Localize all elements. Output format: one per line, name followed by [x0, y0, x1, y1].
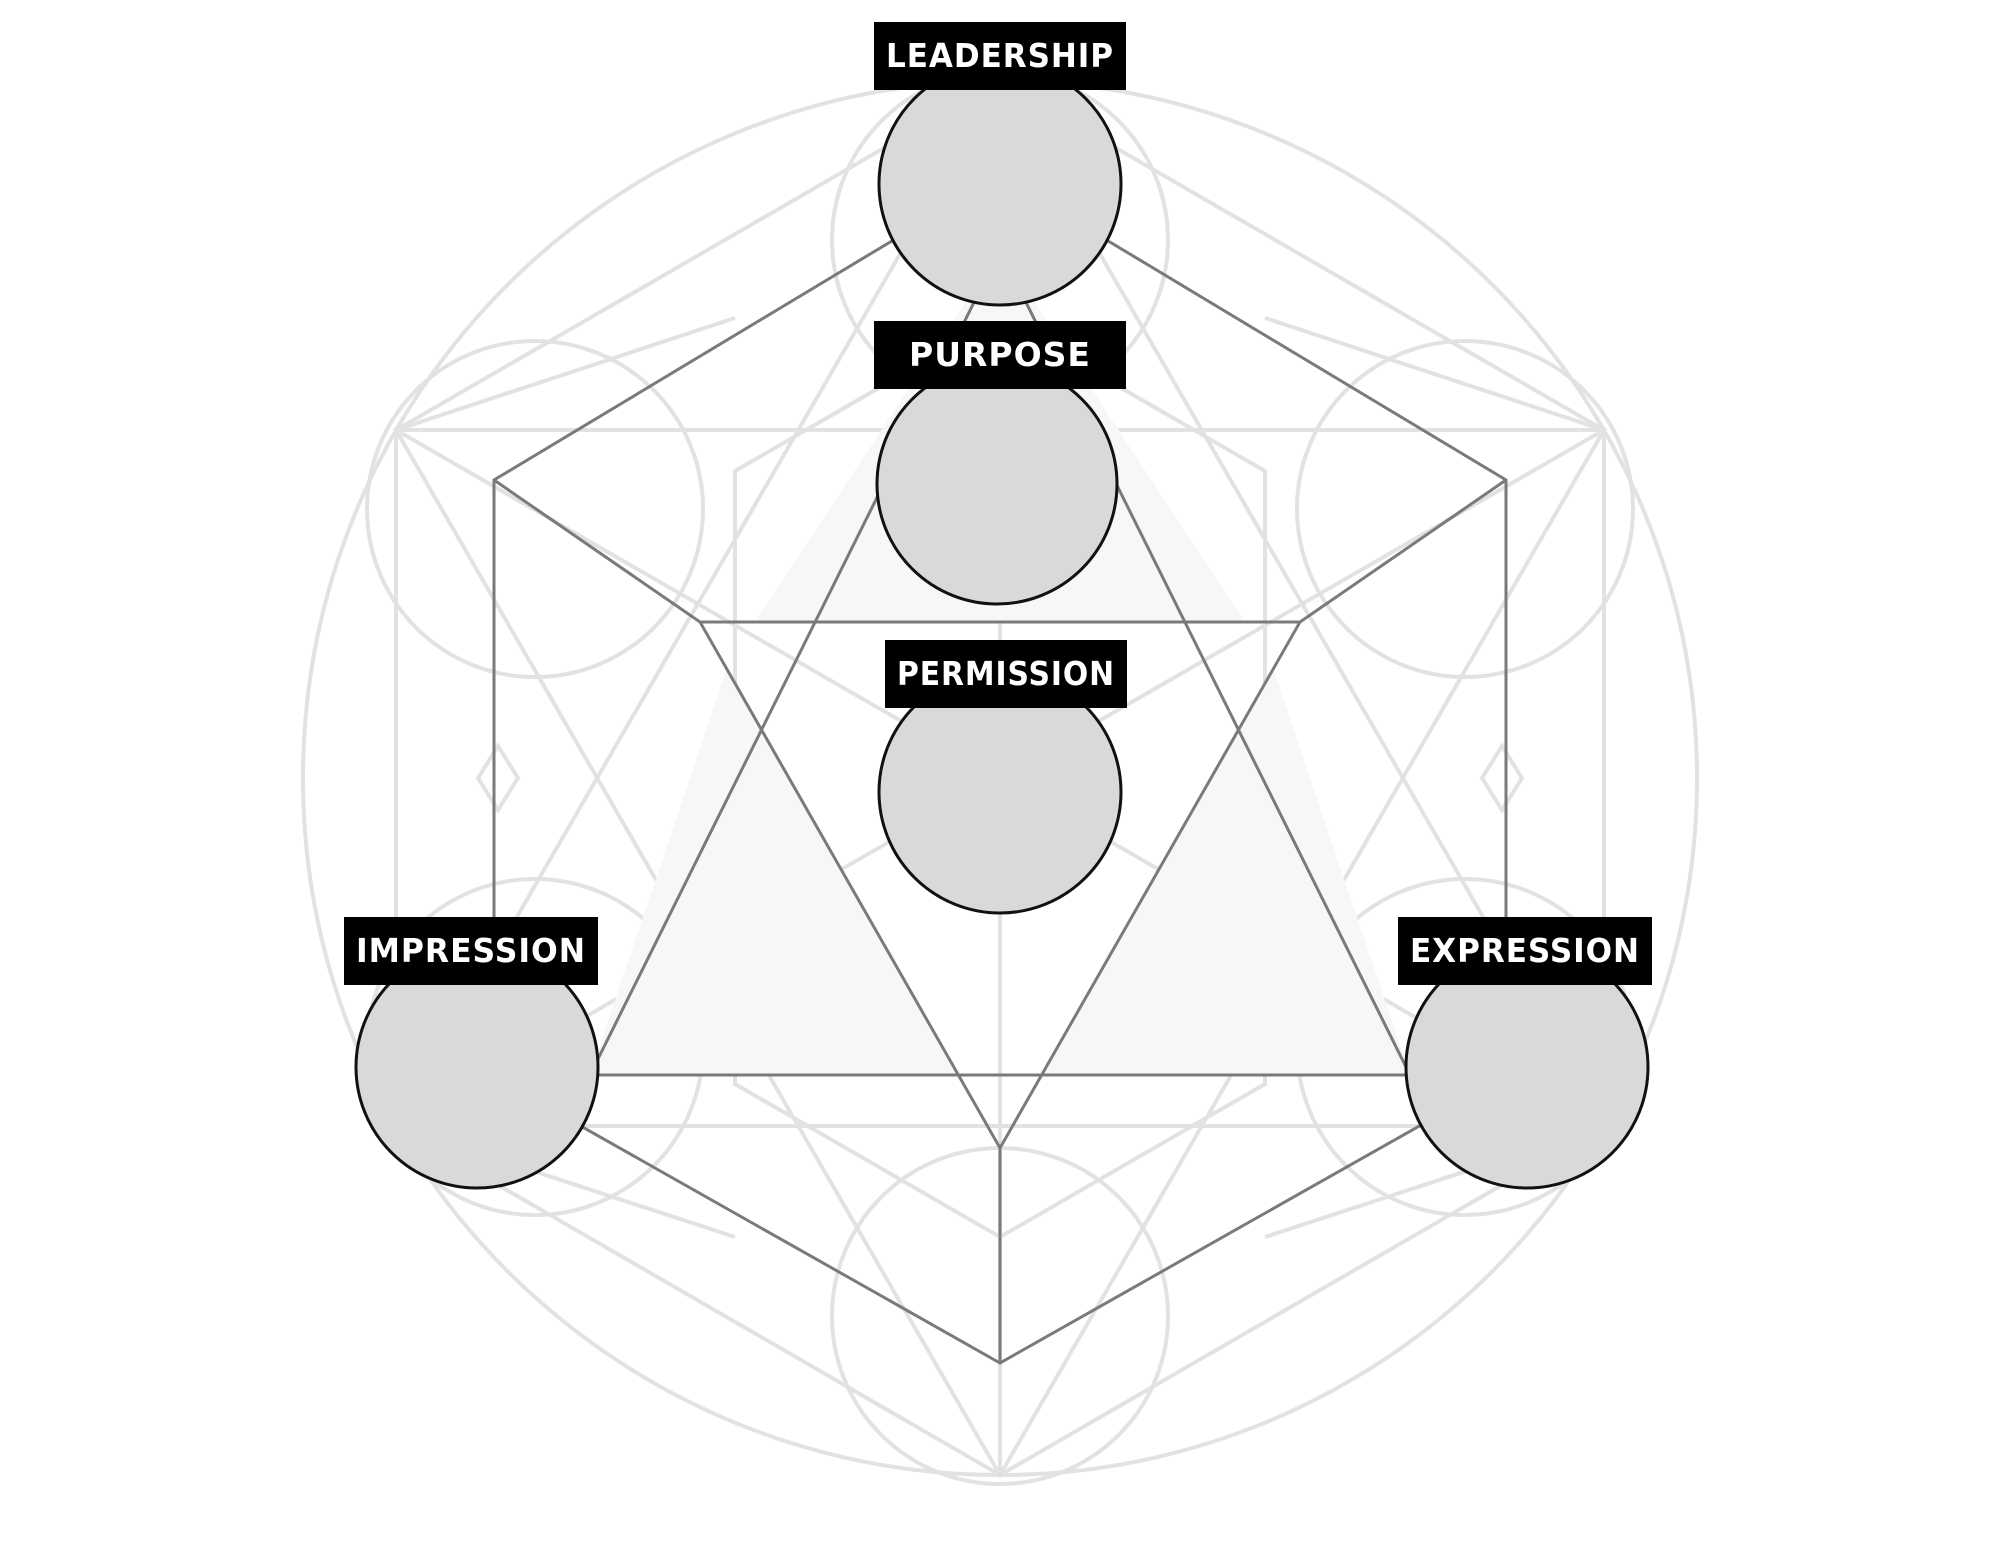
- purpose-label: PURPOSE: [874, 321, 1126, 389]
- permission-label-text: PERMISSION: [897, 654, 1115, 693]
- expression-label-plate: [1398, 917, 1652, 985]
- permission-label-plate: [885, 640, 1127, 708]
- expression-label-text: EXPRESSION: [1410, 931, 1640, 970]
- leadership-label-plate: [874, 22, 1126, 90]
- purpose-label-plate: [874, 321, 1126, 389]
- purpose-node: [875, 362, 1119, 606]
- pattern-chord: [395, 316, 736, 432]
- purpose-label-text: PURPOSE: [909, 335, 1091, 374]
- primary-geometry: [492, 174, 1508, 1365]
- leadership-label: LEADERSHIP: [874, 22, 1126, 90]
- shaded-face-right: [1044, 668, 1410, 1075]
- hex-to-center-right: [1299, 478, 1507, 624]
- impression-label-plate: [344, 917, 598, 985]
- pattern-circle-upper-left: [365, 339, 705, 679]
- impression-label: IMPRESSION: [344, 917, 598, 985]
- large-triangle: [587, 246, 1413, 1077]
- leadership-node: [877, 61, 1123, 307]
- nodes: [354, 61, 1650, 1190]
- center-inverted-triangle: [697, 620, 1303, 1152]
- permission-label: PERMISSION: [885, 640, 1127, 708]
- leadership-label-text: LEADERSHIP: [886, 36, 1114, 75]
- expression-label: EXPRESSION: [1398, 917, 1652, 985]
- hex-to-center-left: [493, 478, 701, 624]
- impression-label-text: IMPRESSION: [356, 931, 586, 970]
- pattern-diamond-right: [1479, 742, 1525, 814]
- pattern-chord: [1264, 316, 1605, 432]
- node-labels: LEADERSHIP PURPOSE PERMISSION IMPRESSION…: [344, 22, 1652, 985]
- pattern-circle-upper-right: [1295, 339, 1635, 679]
- shaded-face-left: [590, 668, 956, 1075]
- pattern-diamond-left: [475, 742, 521, 814]
